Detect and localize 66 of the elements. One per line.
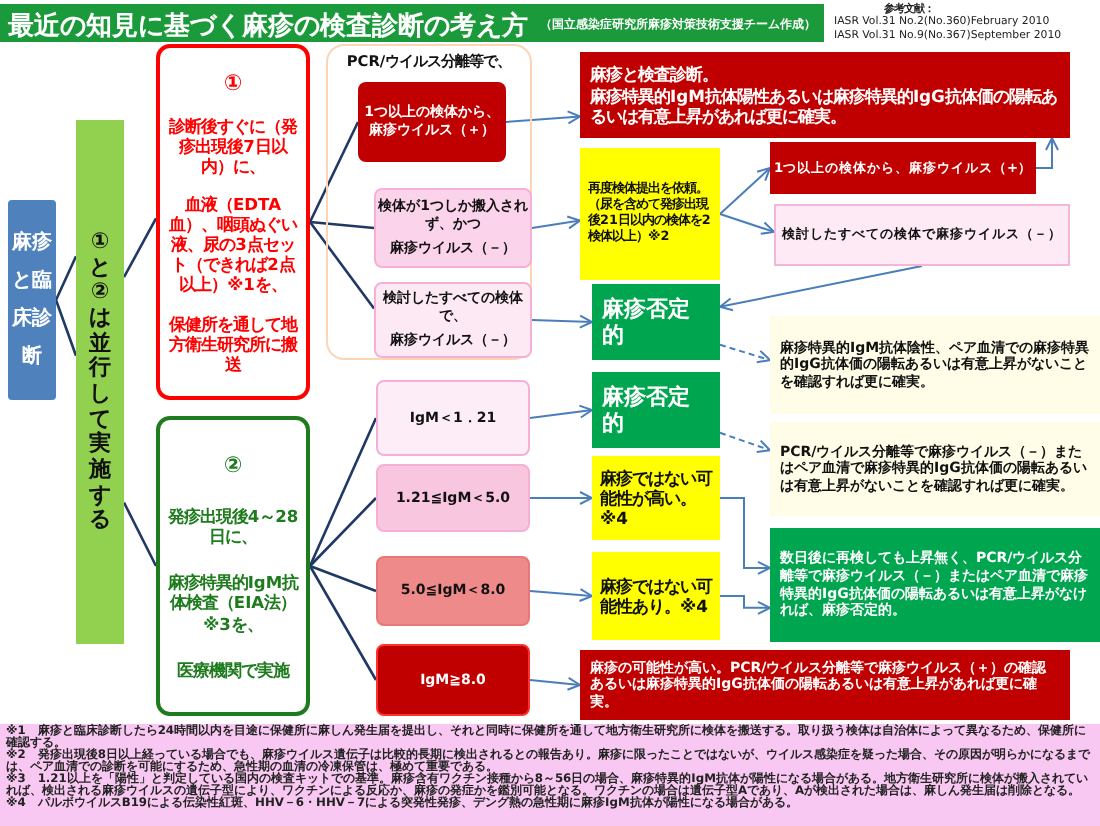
node-text: ①と②は並行して実施する: [86, 230, 113, 534]
conclusion-box: [592, 372, 720, 448]
connector-line: [308, 121, 360, 223]
range-box: [376, 556, 530, 626]
result-box: [374, 282, 532, 358]
arrow: [719, 213, 775, 235]
arrow: [529, 588, 593, 602]
node-text: 医療機関で実施: [177, 660, 289, 681]
diagnosis-box: [8, 200, 56, 400]
connector-line: [308, 417, 378, 567]
node-text: 麻疹否定的: [602, 383, 692, 437]
note-box: [770, 316, 1100, 414]
node-text: 保健所を通して地方衛生研究所に搬送: [167, 313, 300, 374]
conclusion-box: [592, 284, 720, 360]
arrow: [719, 167, 771, 215]
conclusion-box: [580, 650, 1070, 720]
arrow: [719, 343, 771, 364]
connector-line: [309, 497, 377, 567]
node-text: 麻疹ではない可能性が高い。※4: [600, 467, 712, 529]
conclusion-box: [592, 552, 720, 640]
arrow: [505, 110, 581, 125]
step-number: ②: [223, 451, 243, 478]
arrow: [719, 265, 923, 312]
arrow: [719, 431, 771, 453]
result-box: [770, 142, 1036, 194]
node-text: 診断後すぐに（発疹出現後7日以内）に、: [167, 115, 300, 176]
arrow: [719, 595, 771, 615]
group-panel: [326, 44, 532, 360]
connector-line: [308, 565, 378, 681]
range-box: [376, 464, 530, 532]
node-text: 麻疹と検査診断。: [590, 63, 718, 84]
conclusion-box: [592, 456, 720, 540]
title: 最近の知見に基づく麻疹の検査診断の考え方: [8, 9, 528, 44]
node-text: 麻疹特異的IgM抗体検査（EIA法）※3を、: [166, 572, 300, 634]
node-text: 麻疹ではない可能性あり。※4: [600, 575, 712, 617]
node-text: 発疹出現後4～28日に、: [166, 505, 300, 546]
node-text: 麻疹と臨床診断: [10, 228, 54, 372]
arrow: [529, 491, 593, 505]
connector-line: [309, 564, 377, 593]
process-bar: [76, 120, 124, 644]
request-box: [580, 148, 720, 280]
connector-line: [309, 220, 375, 230]
connector-line: [54, 255, 78, 357]
range-box: [376, 644, 530, 716]
range-box: [376, 380, 530, 456]
arrow: [719, 497, 771, 575]
result-box: [580, 52, 1070, 138]
node-text: 麻疹特異的IgM抗体陽性あるいは麻疹特異的IgG抗体価の陽転あるいは有意上昇があれば更に確実。: [590, 85, 1059, 127]
step-number: ①: [223, 70, 243, 97]
step-box: [156, 44, 310, 400]
arrow: [529, 676, 581, 691]
connector-line: [122, 501, 158, 567]
arrow: [529, 404, 593, 419]
node-text: 血液（EDTA血）、咽頭ぬぐい液、尿の3点セット（できれば2点以上）※1を、: [167, 193, 300, 296]
connector-line: [308, 221, 376, 310]
conclusion-box: [770, 528, 1100, 642]
result-box: [358, 82, 506, 162]
result-box: [774, 204, 1070, 266]
note-box: [770, 422, 1100, 516]
arrow: [531, 314, 593, 329]
result-box: [374, 188, 532, 268]
node-text: 麻疹否定的: [602, 295, 692, 349]
connector-line: [122, 217, 158, 278]
arrow: [1035, 137, 1059, 169]
arrow: [531, 215, 581, 230]
step-box: [156, 416, 310, 716]
